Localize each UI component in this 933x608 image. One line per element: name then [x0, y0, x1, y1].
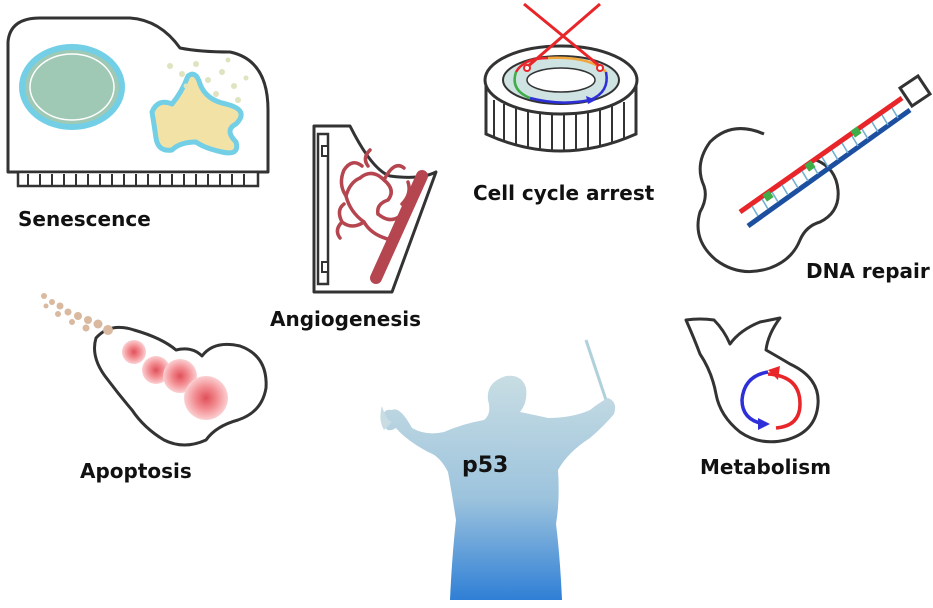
- label-senescence: Senescence: [18, 207, 151, 231]
- label-apoptosis: Apoptosis: [80, 459, 192, 483]
- label-dna-repair: DNA repair: [806, 259, 930, 283]
- french-horn-icon: [684, 316, 820, 444]
- label-angiogenesis: Angiogenesis: [270, 307, 421, 331]
- conductor-silhouette-icon: [380, 339, 616, 600]
- piano-icon: [6, 16, 270, 188]
- harp-icon: [312, 124, 438, 294]
- drum-icon: [483, 2, 639, 153]
- label-metabolism: Metabolism: [700, 455, 832, 479]
- label-cell-cycle-arrest: Cell cycle arrest: [473, 181, 655, 205]
- guitar-icon: [696, 73, 933, 274]
- label-p53-conductor: p53: [462, 453, 509, 478]
- violin-icon: [41, 293, 268, 447]
